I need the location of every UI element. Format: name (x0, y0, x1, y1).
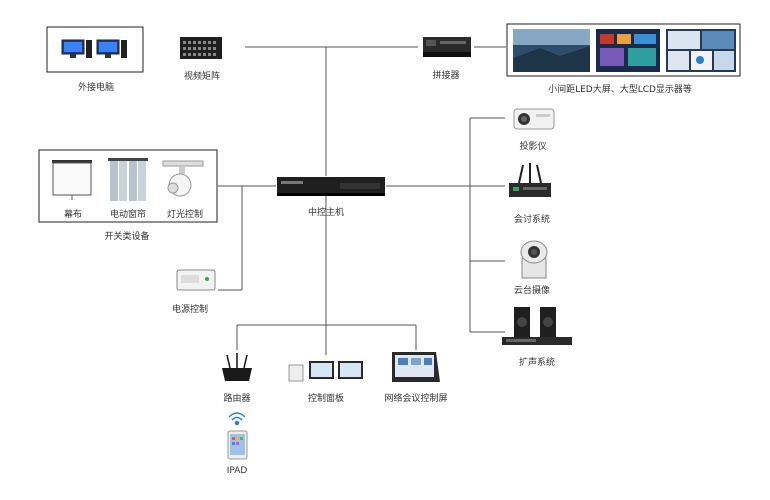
external-pc-box (46, 26, 144, 73)
router-icon (222, 353, 252, 381)
display-wall-label: 小间距LED大屏、大型LCD显示器等 (548, 85, 692, 95)
switch-group-label: 开关类设备 (104, 232, 150, 242)
split-display-icon (666, 29, 736, 72)
splicer-label: 拼接器 (432, 71, 460, 81)
pa-system-label: 扩声系统 (518, 358, 556, 368)
central-host-label: 中控主机 (307, 208, 345, 218)
wifi-icon (228, 412, 246, 426)
screen-icon (52, 160, 92, 200)
network-control-screen-icon (392, 352, 440, 382)
ipad-label: IPAD (226, 466, 248, 476)
control-panel-label: 控制面板 (307, 394, 345, 404)
control-panel-icon (288, 361, 363, 382)
display-wall-group (506, 23, 741, 77)
router-label: 路由器 (223, 394, 251, 404)
ptz-camera-icon (520, 240, 548, 279)
pc-icon (61, 39, 127, 58)
switch-group (38, 149, 218, 223)
curtain-icon (108, 158, 148, 201)
projector-label: 投影仪 (519, 142, 547, 152)
video-matrix-icon (180, 37, 222, 59)
network-control-screen-label: 网络会议控制屏 (384, 394, 448, 404)
conference-label: 会讨系统 (513, 215, 551, 225)
splicer-icon (423, 37, 471, 57)
lcd-display-icon (596, 29, 660, 72)
power-control-label: 电源控制 (171, 305, 209, 315)
curtain-label: 电动窗帘 (109, 210, 147, 220)
pa-system-icon (502, 307, 572, 345)
ipad-icon (227, 430, 248, 460)
projector-icon (513, 108, 555, 130)
external-pc-group (46, 26, 144, 73)
external-pc-label: 外接电脑 (77, 83, 115, 93)
connection-lines (218, 46, 506, 355)
light-icon (162, 160, 204, 197)
led-screen-icon (513, 29, 590, 72)
screen-label: 幕布 (63, 210, 83, 220)
video-matrix-label: 视频矩阵 (183, 72, 221, 82)
ptz-camera-label: 云台摄像 (513, 286, 551, 296)
light-label: 灯光控制 (166, 210, 204, 220)
conference-system-icon (509, 163, 551, 197)
power-control-icon (176, 269, 216, 291)
central-host-icon (277, 177, 385, 196)
